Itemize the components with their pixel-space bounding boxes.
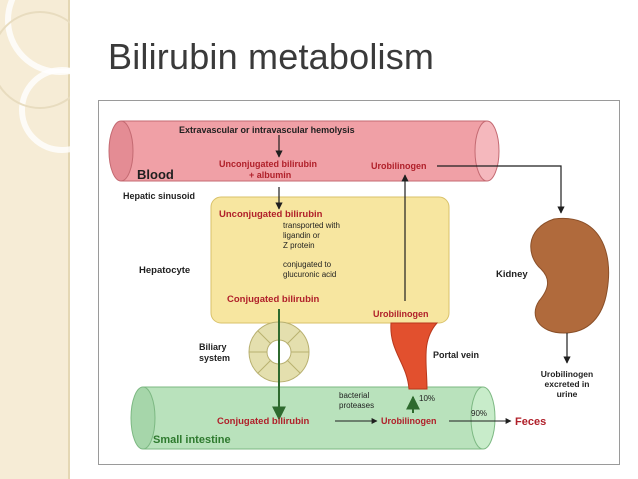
label-conj-intestine: Conjugated bilirubin: [217, 416, 310, 427]
label-unconj-hepatocyte: Unconjugated bilirubin: [219, 209, 323, 220]
label-transport-2: ligandin or: [283, 231, 320, 240]
portal-vein-shape: [390, 322, 439, 390]
label-conj-note-1: conjugated to: [283, 260, 332, 269]
label-kidney: Kidney: [496, 269, 528, 280]
label-blood: Blood: [137, 167, 174, 182]
label-pct-90: 90%: [471, 409, 487, 418]
label-feces: Feces: [515, 416, 546, 428]
bilirubin-diagram: Extravascular or intravascular hemolysis…: [98, 100, 620, 465]
label-biliary-1: Biliary: [199, 342, 227, 352]
slide-title: Bilirubin metabolism: [108, 36, 435, 77]
arrow-blood-to-kidney: [437, 165, 565, 214]
label-portal-vein: Portal vein: [433, 350, 479, 360]
label-urobilinogen-intestine: Urobilinogen: [381, 416, 437, 426]
label-transport-1: transported with: [283, 221, 340, 230]
label-hepatocyte: Hepatocyte: [139, 265, 190, 276]
label-urobilinogen-blood: Urobilinogen: [371, 161, 427, 171]
label-conj-note-2: glucuronic acid: [283, 270, 336, 279]
label-transport-3: Z protein: [283, 241, 315, 250]
label-urine-2: excreted in: [545, 379, 590, 389]
label-unconj-albumin-1: Unconjugated bilirubin: [219, 159, 317, 169]
flow-arrows: [272, 135, 571, 424]
label-conj-hepatocyte: Conjugated bilirubin: [227, 294, 320, 305]
label-hepatic-sinusoid: Hepatic sinusoid: [123, 191, 195, 201]
decorative-circles-icon: [0, 0, 70, 153]
hepatocyte-box: [210, 196, 450, 324]
small-intestine-tube: [130, 386, 496, 450]
label-biliary-2: system: [199, 353, 230, 363]
label-urobilinogen-liver: Urobilinogen: [373, 309, 429, 319]
label-urine-1: Urobilinogen: [541, 369, 593, 379]
label-hemolysis: Extravascular or intravascular hemolysis: [179, 125, 355, 135]
slide-decoration-band: [0, 0, 70, 479]
label-urine-3: urine: [557, 389, 578, 399]
blood-vessel: [108, 120, 500, 182]
kidney-shape: [530, 217, 610, 334]
label-bacterial-1: bacterial: [339, 391, 369, 400]
diagram-canvas: Extravascular or intravascular hemolysis…: [108, 120, 610, 450]
label-pct-10: 10%: [419, 394, 435, 403]
label-bacterial-2: proteases: [339, 401, 374, 410]
label-small-intestine: Small intestine: [153, 434, 231, 446]
label-unconj-albumin-2: + albumin: [249, 170, 291, 180]
